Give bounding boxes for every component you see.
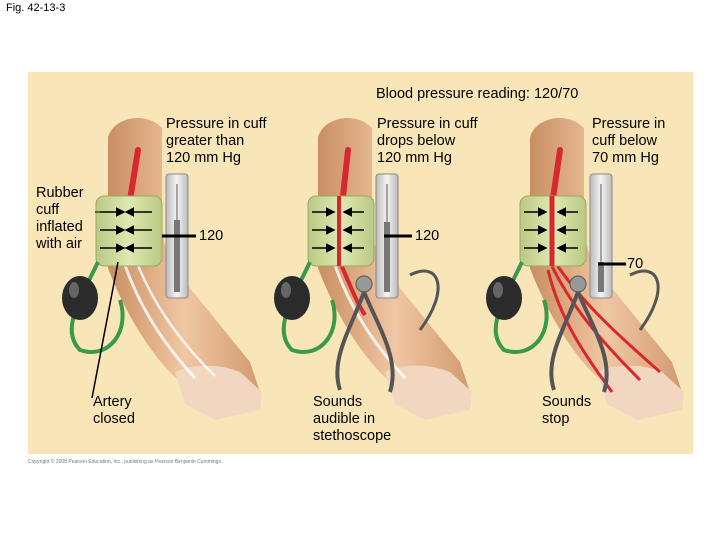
- figure-label: Fig. 42-13-3: [6, 2, 66, 14]
- stage-3-pressure-label: Pressure in cuff below 70 mm Hg: [592, 116, 666, 166]
- arm-illustration-2: [274, 117, 472, 420]
- stage-2-pressure-label: Pressure in cuff drops below 120 mm Hg: [377, 116, 478, 166]
- stage-1-bottom-label: Artery closed: [93, 394, 135, 427]
- copyright-notice: Copyright © 2008 Pearson Education, Inc.…: [28, 459, 223, 465]
- rubber-cuff-label: Rubber cuff inflated with air: [36, 185, 84, 252]
- stage-2-bottom-label: Sounds audible in stethoscope: [313, 394, 392, 444]
- stage-3-bottom-label: Sounds stop: [542, 394, 592, 427]
- stage-2-gauge-value: 120: [415, 228, 440, 244]
- stage-1-gauge-value: 120: [199, 228, 224, 244]
- stage-3-gauge-value: 70: [627, 256, 644, 272]
- stage-1-pressure-label: Pressure in cuff greater than 120 mm Hg: [166, 116, 267, 166]
- arm-illustration-3: [486, 117, 684, 420]
- arm-illustration-1: [62, 117, 262, 420]
- reading-title: Blood pressure reading: 120/70: [376, 86, 579, 102]
